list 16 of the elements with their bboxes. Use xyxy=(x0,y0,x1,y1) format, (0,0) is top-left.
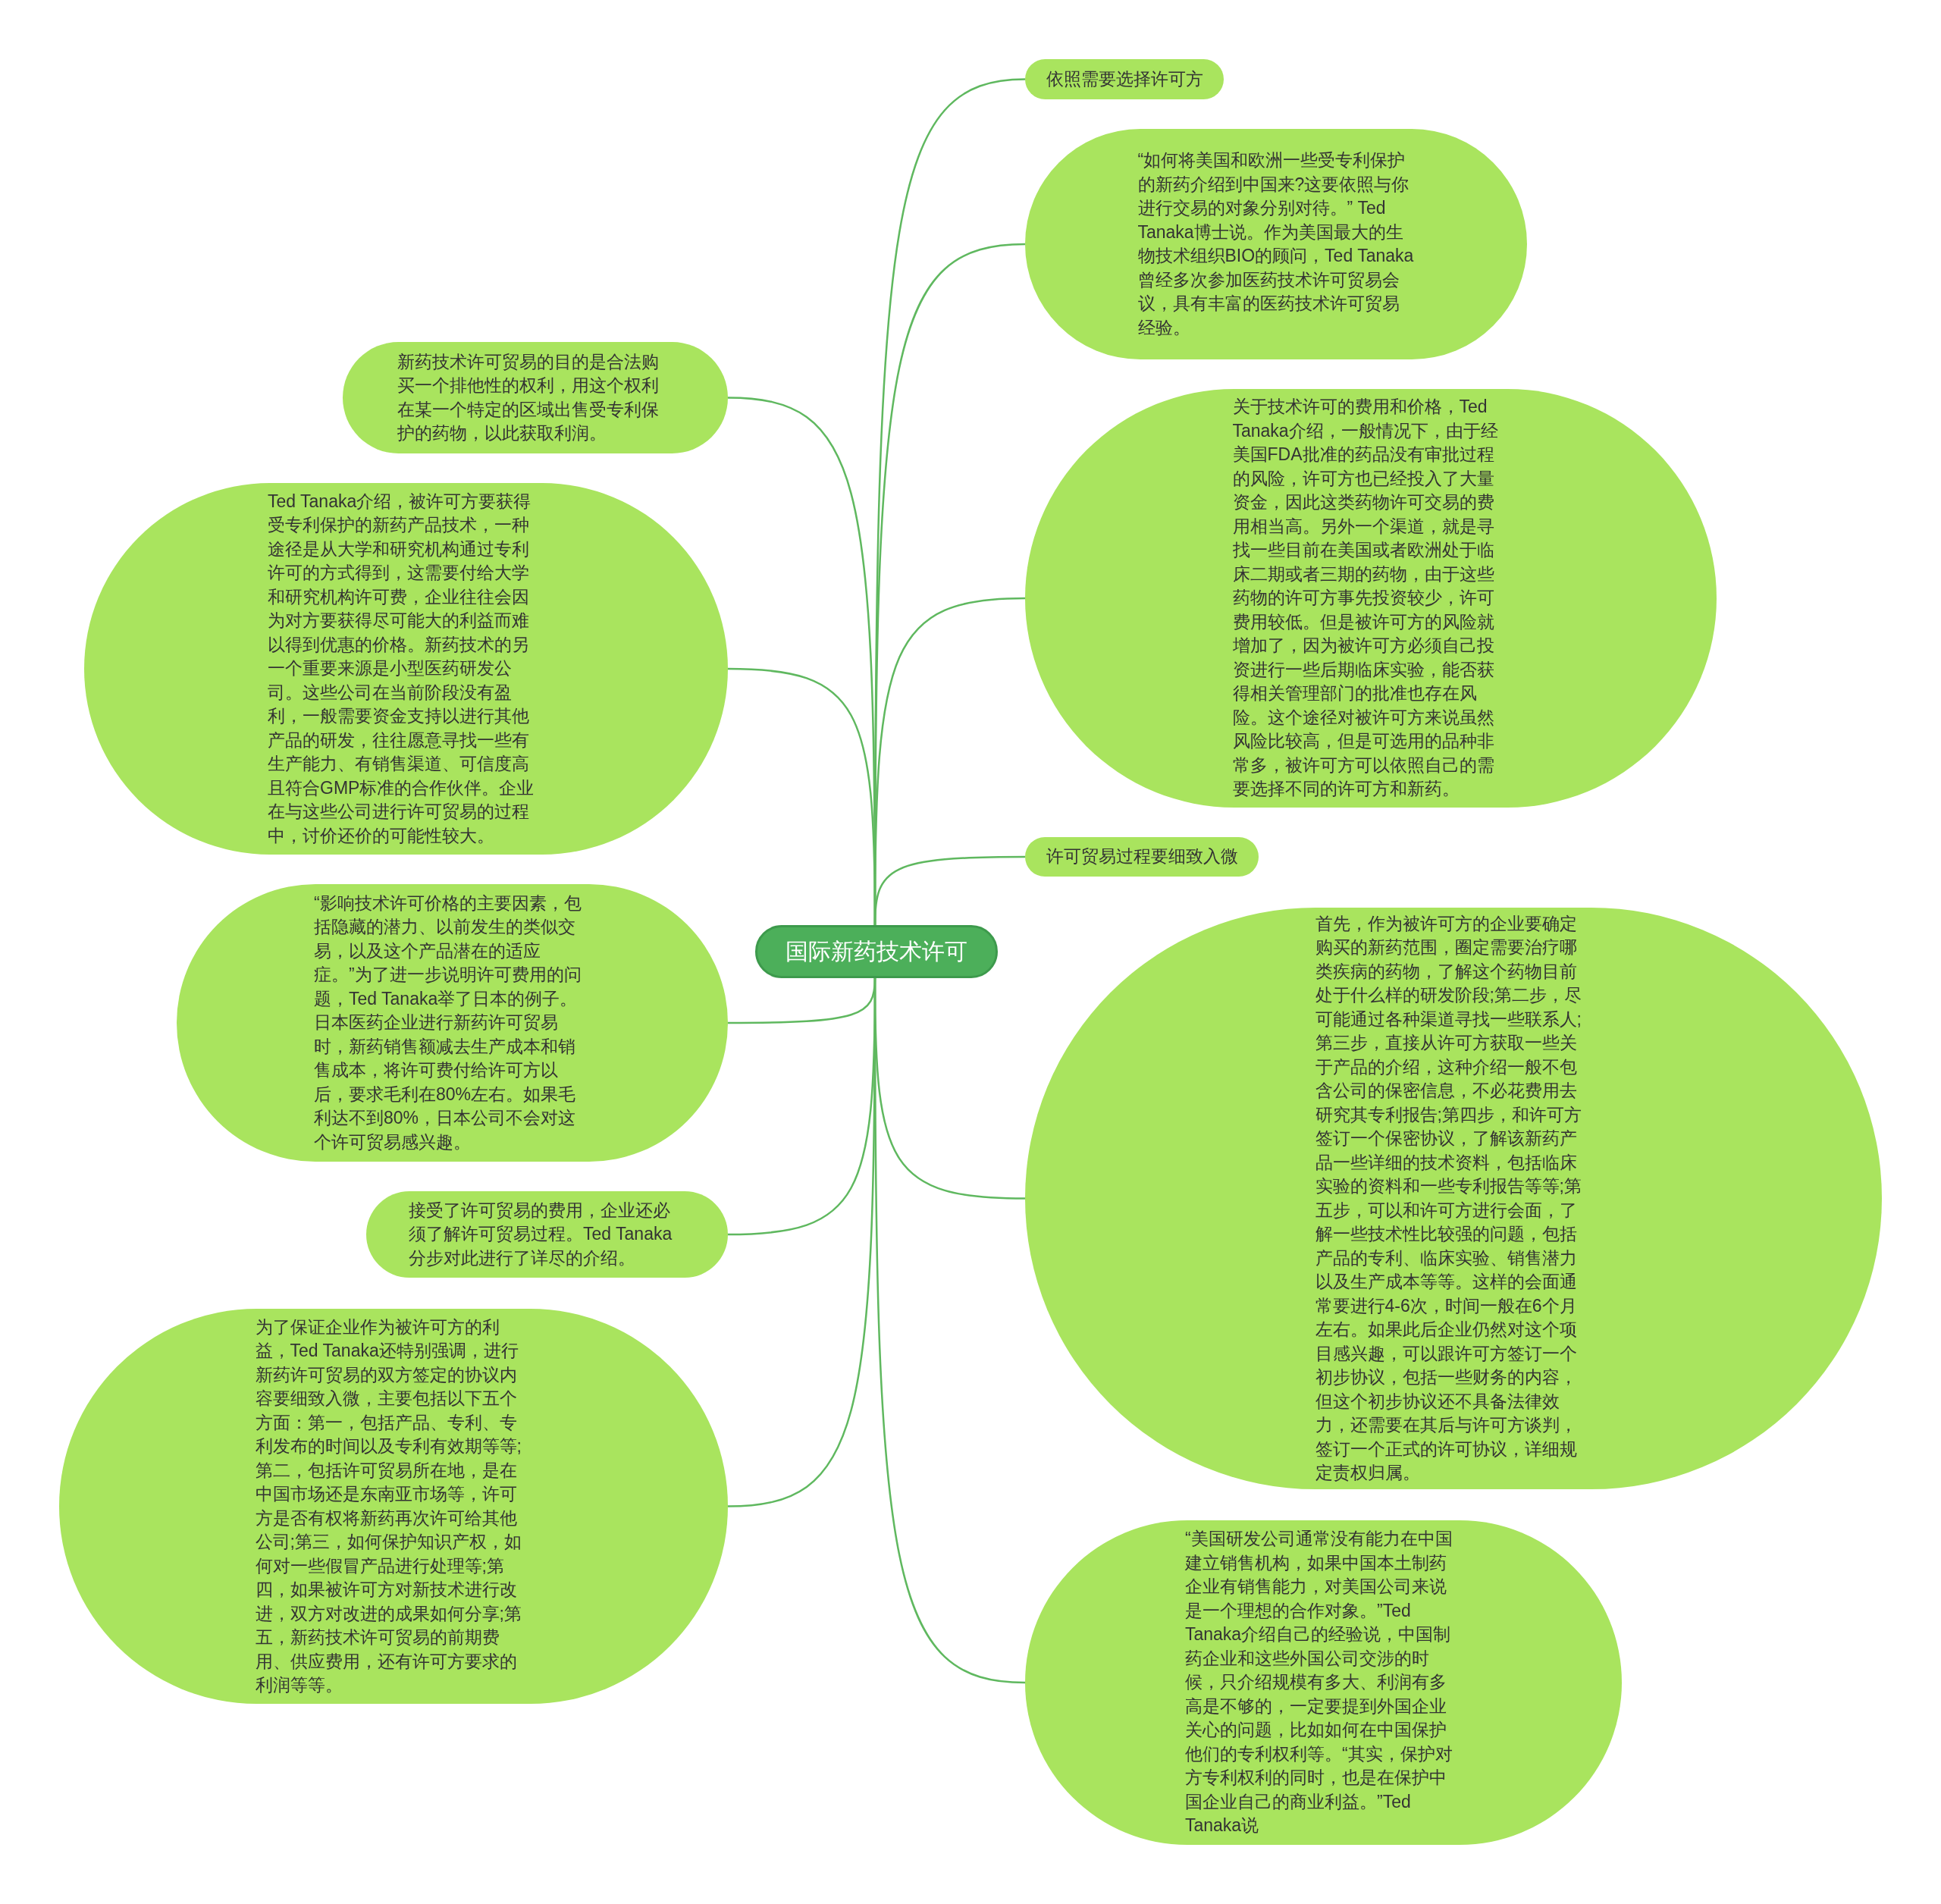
topic-text: 依照需要选择许可方 xyxy=(1046,67,1203,90)
topic-text: 为了保证企业作为被许可方的利益，Ted Tanaka还特别强调，进行新药许可贸易的双方签定的协议内容要细致入微，主要包括以下五个方面：第一，包括产品、专利、专利发布的时间以及专利有效期等等;第二，包括许可贸易所在地，是在中国市场还是东南亚市场等，许可方是否有权将新药再次许可给其他公司;第三，如何保护知识产权，如何对一些假冒产品进行处理等;第四，如果被许可方对新技术进行改进，双方对改进的成果如何分享;第五，新药技术许可贸易的前期费用、供应费用，还有许可方要求的利润等等。 xyxy=(255,1316,522,1696)
topic-text: 许可贸易过程要细致入微 xyxy=(1046,845,1238,868)
topic-text: 接受了许可贸易的费用，企业还必须了解许可贸易过程。Ted Tanaka分步对此进行了详尽的介绍。 xyxy=(409,1199,673,1269)
topic-text: Ted Tanaka介绍，被许可方要获得受专利保护的新药产品技术，一种途径是从大学和研究机构通过专利许可的方式得到，这需要付给大学和研究机构许可费，企业往往会因为对方要获得尽可能大的利益而难以得到优惠的价格。新药技术的另一个重要来源是小型医药研发公司。这些公司在当前阶段没有盈利，一般需要资金支持以进行其他产品的研发，往往愿意寻找一些有生产能力、有销售渠道、可信度高且符合GMP标准的合作伙伴。企业在与这些公司进行许可贸易的过程中，讨价还价的可能性较大。 xyxy=(268,490,535,847)
topic-text: 新药技术许可贸易的目的是合法购买一个排他性的权利，用这个权利在某一个特定的区域出售受专利保护的药物，以此获取利润。 xyxy=(397,350,660,444)
topic-text: “影响技术许可价格的主要因素，包括隐藏的潜力、以前发生的类似交易，以及这个产品潜在的适应症。”为了进一步说明许可费用的问题，Ted Tanaka举了日本的例子。日本医药企业进行新药许可贸易时，新药销售额减去生产成本和销售成本，将许可费付给许可方以后，要求毛利在80%左右。如果毛利达不到80%，日本公司不会对这个许可贸易感兴趣。 xyxy=(314,892,582,1153)
connector-line xyxy=(727,978,876,1507)
topic-text: “如何将美国和欧洲一些受专利保护的新药介绍到中国来?这要依照与你进行交易的对象分别对待。” Ted Tanaka博士说。作为美国最大的生物技术组织BIO的顾问，Ted Tanaka曾经多次参加医药技术许可贸易会议，具有丰富的医药技术许可贸易经验。 xyxy=(1137,149,1415,339)
central-topic-text: 国际新药技术许可 xyxy=(785,938,967,965)
connector-line xyxy=(727,667,876,925)
topic-bubble xyxy=(1025,837,1259,877)
topic-text: 关于技术许可的费用和价格，Ted Tanaka介绍，一般情况下，由于经美国FDA批准的药品没有审批过程的风险，许可方也已经投入了大量资金，因此这类药物许可交易的费用相当高。另外一个渠道，就是寻找一些目前在美国或者欧洲处于临床二期或者三期的药物，由于这些药物的许可方事先投资较少，许可费用较低。但是被许可方的风险就增加了，因为被许可方必须自己投资进行一些后期临床实验，能否获得相关管理部门的批准也存在风险。这个途径对被许可方来说虽然风险比较高，但是可选用的品种非常多，被许可方可以依照自己的需要选择不同的许可方和新药。 xyxy=(1232,396,1499,801)
topic-text: “美国研发公司通常没有能力在中国建立销售机构，如果中国本土制药企业有销售能力，对美国公司来说是一个理想的合作对象。”Ted Tanaka介绍自己的经验说，中国制药企业和这些外国公司交涉的时候，只介绍规模有多大、利润有多高是不够的，一定要提到外国企业关心的问题，比如如何在中国保护他们的专利权利等。“其实，保护对方专利权利的同时，也是在保护中国企业自己的商业利益。”Ted Tanaka说 xyxy=(1185,1528,1453,1837)
topic-bubble xyxy=(1025,59,1224,99)
topic-text: 首先，作为被许可方的企业要确定购买的新药范围，圈定需要治疗哪类疾病的药物，了解这个药物目前处于什么样的研发阶段;第二步，尽可能通过各种渠道寻找一些联系人;第三步，直接从许可方获取一些关于产品的介绍，这种介绍一般不包含公司的保密信息，不必花费用去研究其专利报告;第四步，和许可方签订一个保密协议，了解该新药产品一些详细的技术资料，包括临床实验的资料和一些专利报告等等;第五步，可以和许可方进行会面，了解一些技术性比较强的问题，包括产品的专利、临床实验、销售潜力以及生产成本等等。这样的会面通常要进行4-6次，时间一般在6个月左右。如果此后企业仍然对这个项目感兴趣，可以跟许可方签订一个初步协议，包括一些财务的内容，但这个初步协议还不具备法律效力，还需要在其后与许可方谈判，签订一个正式的许可协议，详细规定责权归属。 xyxy=(1315,912,1582,1484)
